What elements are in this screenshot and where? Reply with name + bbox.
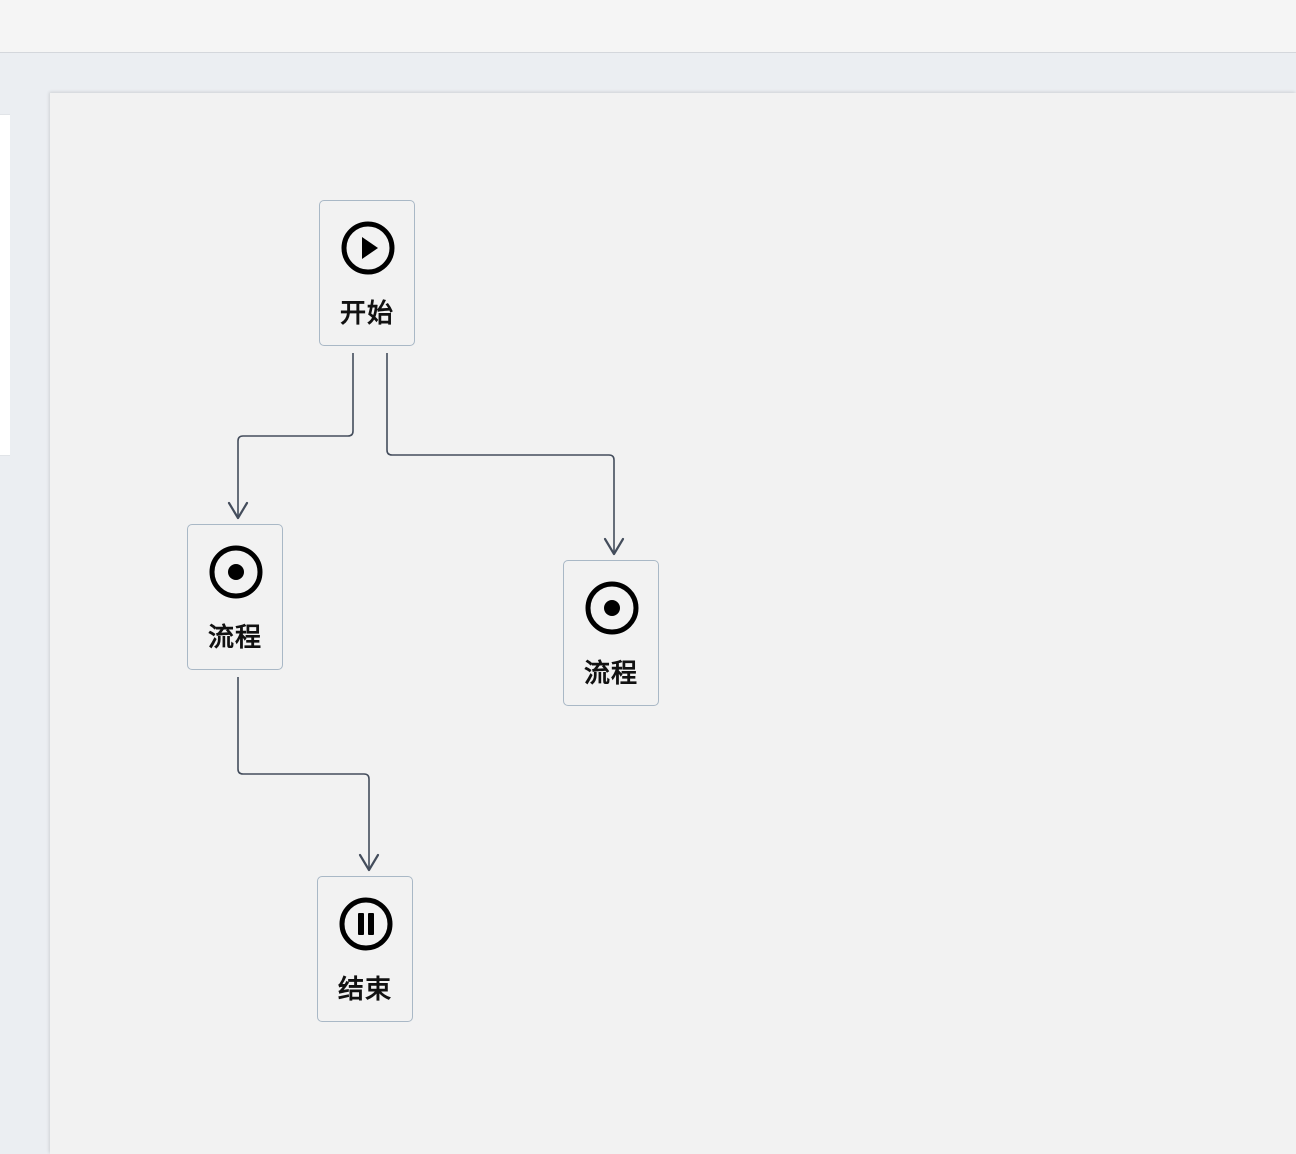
node-start[interactable]: 开始: [319, 200, 415, 346]
node-label: 流程: [207, 623, 262, 653]
record-circle-icon: [209, 545, 263, 599]
play-circle-icon: [341, 221, 395, 275]
node-label: 流程: [583, 659, 638, 689]
top-bar: [0, 0, 1296, 53]
pause-circle-icon: [339, 897, 393, 951]
left-side-panel: [0, 114, 10, 456]
node-label: 结束: [337, 975, 392, 1005]
node-end[interactable]: 结束: [317, 876, 413, 1022]
node-process[interactable]: 流程: [563, 560, 659, 706]
node-process[interactable]: 流程: [187, 524, 283, 670]
record-circle-icon: [585, 581, 639, 635]
node-label: 开始: [339, 299, 394, 329]
